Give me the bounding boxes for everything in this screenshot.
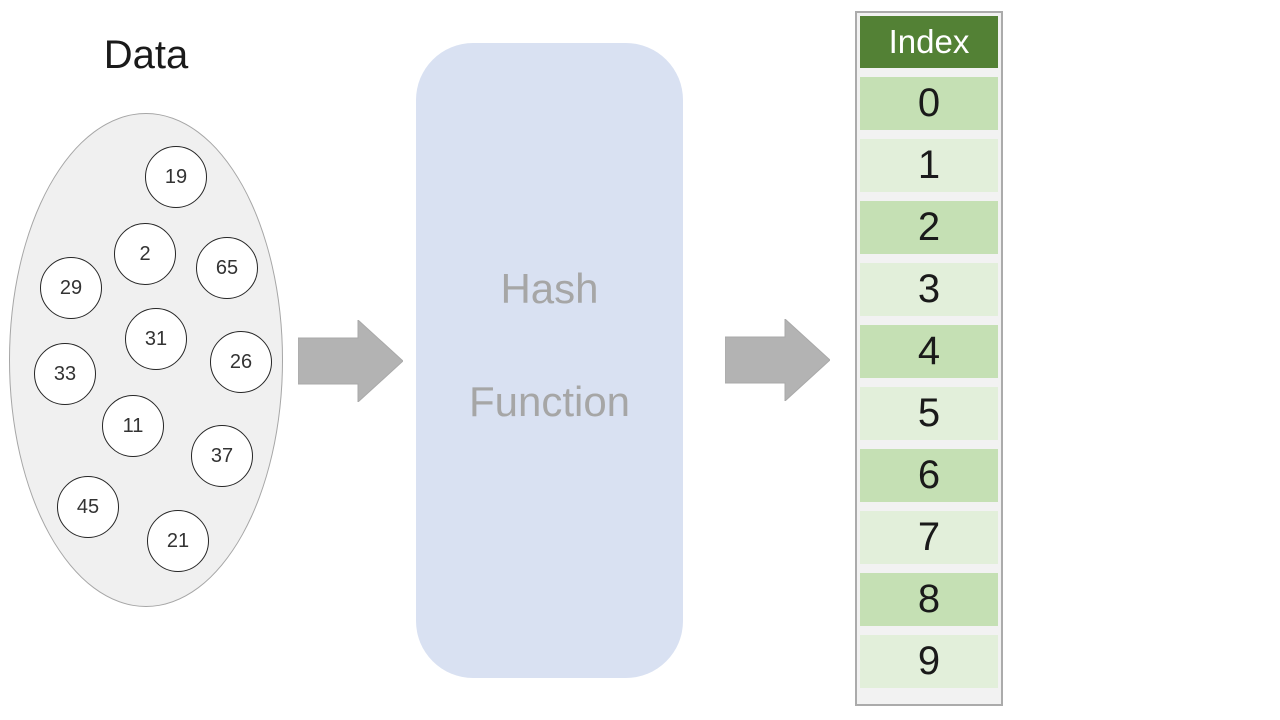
hash-function-box: Hash Function bbox=[416, 43, 683, 678]
data-item-circle: 45 bbox=[57, 476, 119, 538]
index-row: 0 bbox=[860, 77, 998, 130]
data-item-circle: 19 bbox=[145, 146, 207, 208]
index-row: 4 bbox=[860, 325, 998, 378]
index-row: 1 bbox=[860, 139, 998, 192]
data-item-circle: 65 bbox=[196, 237, 258, 299]
hash-box-label-line2: Function bbox=[468, 378, 631, 425]
data-item-circle: 26 bbox=[210, 331, 272, 393]
index-table-header: Index bbox=[860, 16, 998, 68]
data-item-circle: 29 bbox=[40, 257, 102, 319]
index-row: 7 bbox=[860, 511, 998, 564]
arrow-right-icon bbox=[725, 319, 830, 401]
index-row: 8 bbox=[860, 573, 998, 626]
data-item-circle: 11 bbox=[102, 395, 164, 457]
data-set-title: Data bbox=[103, 33, 189, 77]
index-row: 2 bbox=[860, 201, 998, 254]
index-row: 6 bbox=[860, 449, 998, 502]
hash-box-label-line1: Hash bbox=[500, 265, 599, 312]
arrow-right-icon bbox=[298, 320, 403, 402]
data-item-circle: 31 bbox=[125, 308, 187, 370]
index-row: 3 bbox=[860, 263, 998, 316]
index-row: 5 bbox=[860, 387, 998, 440]
data-item-circle: 21 bbox=[147, 510, 209, 572]
data-item-circle: 33 bbox=[34, 343, 96, 405]
index-row: 9 bbox=[860, 635, 998, 688]
data-item-circle: 2 bbox=[114, 223, 176, 285]
data-item-circle: 37 bbox=[191, 425, 253, 487]
index-table: Index 0 1 2 3 4 5 6 7 8 9 bbox=[855, 11, 1003, 706]
